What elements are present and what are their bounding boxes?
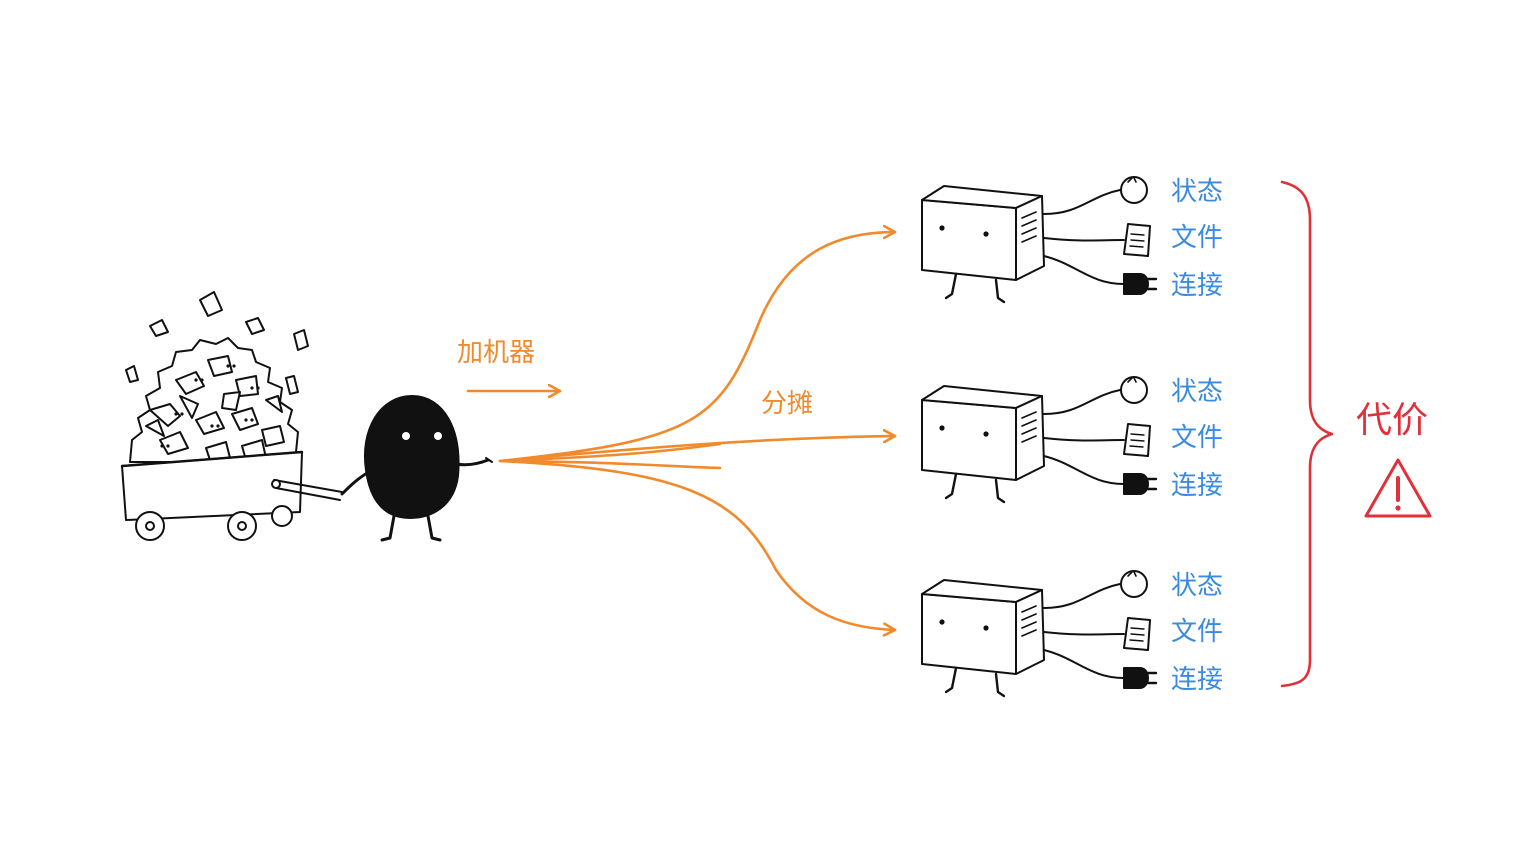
distribute-label: 分摊 — [761, 389, 813, 419]
server-1-connection-label: 连接 — [1171, 271, 1223, 301]
document-icon — [1123, 617, 1151, 651]
arrow-to-server-2 — [498, 436, 897, 463]
server-legs — [944, 472, 1006, 504]
server-legs — [944, 666, 1006, 698]
server-front — [921, 593, 1017, 675]
server-3-file-label: 文件 — [1171, 617, 1223, 647]
cable — [1043, 389, 1121, 415]
server-2-file-label: 文件 — [1171, 423, 1223, 453]
server-eye — [983, 231, 989, 237]
cable — [1043, 237, 1125, 242]
flying-papers — [125, 291, 309, 395]
arrow-to-server-3 — [498, 459, 897, 630]
knob-icon — [1120, 176, 1148, 204]
paper-pile — [129, 337, 299, 463]
server-1-file-label: 文件 — [1171, 223, 1223, 253]
cable — [1043, 455, 1125, 485]
cost-label: 代价 — [1356, 400, 1428, 441]
server-eye — [939, 425, 945, 431]
add-machines-group: 加机器 — [457, 338, 562, 391]
cart-handle — [273, 479, 343, 501]
server-eye — [983, 431, 989, 437]
server-3-connection-label: 连接 — [1171, 665, 1223, 695]
blob-character — [340, 395, 493, 542]
server-legs — [944, 272, 1006, 304]
document-icon — [1123, 223, 1151, 257]
add-machines-label: 加机器 — [457, 338, 535, 368]
cable — [1043, 255, 1125, 285]
distribute-arrows — [498, 232, 897, 630]
cable — [1043, 437, 1125, 442]
plug-icon — [1123, 667, 1158, 689]
plug-icon — [1123, 473, 1158, 495]
server-1-state-label: 状态 — [1171, 177, 1223, 207]
knob-icon — [1120, 570, 1148, 598]
cable — [1043, 189, 1121, 215]
cart-with-papers — [120, 291, 343, 541]
server-2-state-label: 状态 — [1171, 377, 1223, 407]
server-eye — [983, 625, 989, 631]
cable — [1043, 631, 1125, 636]
cable — [1043, 649, 1125, 679]
plug-icon — [1123, 273, 1158, 295]
server-3-state-label: 状态 — [1171, 571, 1223, 601]
cable — [1043, 583, 1121, 609]
server-front — [921, 399, 1017, 481]
server-eye — [939, 225, 945, 231]
cost-brace — [1280, 180, 1334, 688]
cart-wheels — [135, 505, 293, 541]
server-eye — [939, 619, 945, 625]
server-front — [921, 199, 1017, 281]
warning-triangle-icon — [1364, 458, 1432, 518]
server-2-connection-label: 连接 — [1171, 471, 1223, 501]
arrow-to-server-1 — [498, 232, 897, 463]
knob-icon — [1120, 376, 1148, 404]
document-icon — [1123, 423, 1151, 457]
